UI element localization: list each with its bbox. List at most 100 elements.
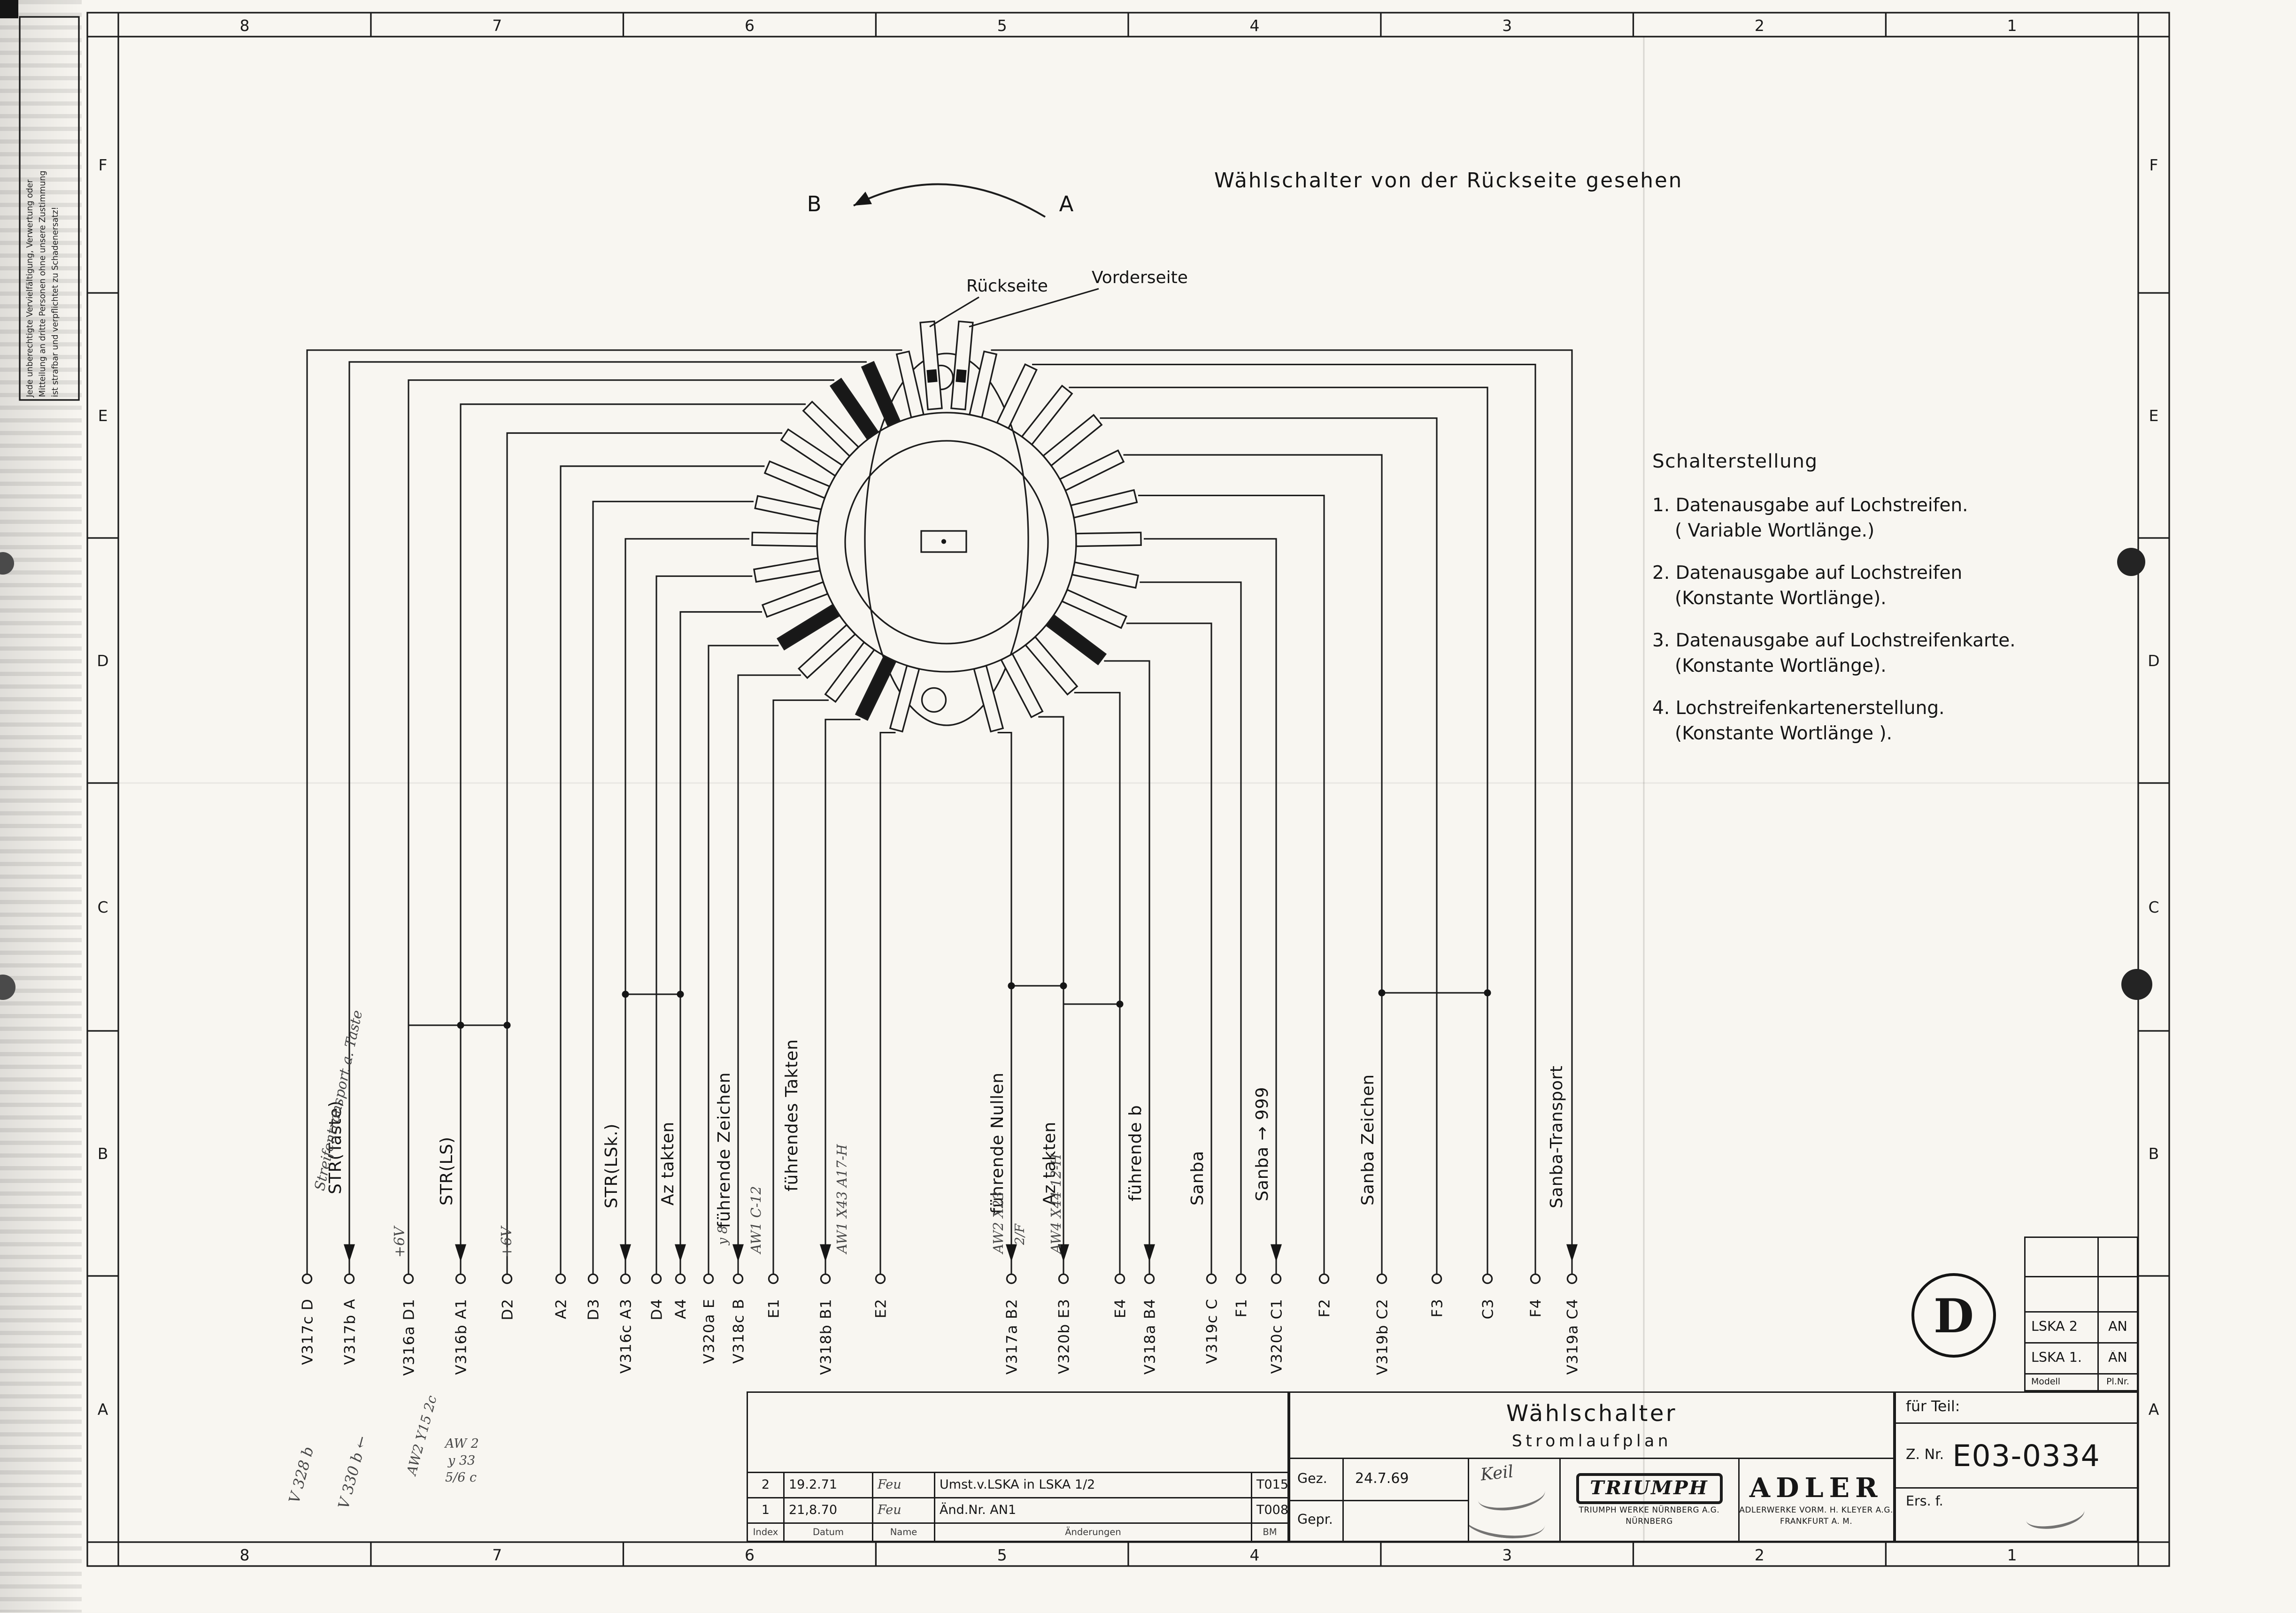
title-block-bottom: Gez. 24.7.69 Gepr. Keil TRIUMPH TRIUMPH … — [1290, 1459, 1893, 1541]
switch-blade — [754, 495, 822, 523]
revision-cell: Änd.Nr. AN1 — [934, 1498, 1251, 1522]
terminal — [501, 1273, 513, 1284]
grid-col-ref: 5 — [997, 16, 1007, 35]
drawing-number-panel: für Teil: Z. Nr. E03-0334 Ers. f. — [1895, 1391, 2138, 1542]
terminal — [1144, 1273, 1155, 1284]
wire — [306, 349, 902, 1274]
copyright-strip: Jede unberechtigte Vervielfältigung, Ver… — [25, 23, 63, 397]
adler-logo: ADLER — [1749, 1473, 1883, 1504]
grid-col-ref: 4 — [1249, 16, 1259, 35]
grid-row-ref: F — [99, 156, 108, 174]
rotary-switch: B A Rückseite Vorderseite Wählschalter v… — [807, 169, 1681, 726]
revision-header-cell: Index — [753, 1527, 778, 1538]
switch-blade — [824, 641, 876, 703]
grid-col-ref: 3 — [1502, 16, 1512, 35]
znr-label: Z. Nr. — [1906, 1448, 1944, 1463]
model-an: ÄN — [2108, 1351, 2127, 1366]
wire-arrowhead — [820, 1244, 832, 1262]
legend-item-note: (Konstante Wortlänge). — [1675, 588, 1887, 609]
wire — [708, 645, 779, 1274]
legend-item-text: Datenausgabe auf Lochstreifen. — [1675, 496, 1968, 517]
adler-logo-cell: ADLER ADLERWERKE VORM. H. KLEYER A.G. FR… — [1738, 1459, 1893, 1541]
wire-function-label: Az takten — [1040, 1121, 1059, 1206]
terminal-label: V318b B1 — [817, 1298, 834, 1375]
gez-signature: Keil — [1479, 1461, 1515, 1485]
terminal-label: F4 — [1527, 1298, 1544, 1318]
plnr-footer-label: Pl.Nr. — [2106, 1377, 2129, 1387]
revision-cell: Umst.v.LSKA in LSKA 1/2 — [934, 1473, 1251, 1497]
terminal — [587, 1273, 599, 1284]
wire-function-label: STR(Taste) — [326, 1100, 345, 1194]
triumph-logo-cell: TRIUMPH TRIUMPH WERKE NÜRNBERG A.G. NÜRN… — [1559, 1459, 1738, 1541]
model-table: LSKA 2 AN LSKA 1. ÄN Modell Pl.Nr. — [2024, 1237, 2138, 1391]
lug-back — [919, 320, 943, 411]
grid-row-ref: A — [98, 1400, 108, 1418]
terminal — [1566, 1273, 1578, 1284]
wire — [1038, 716, 1064, 1274]
handwritten-note: +6V — [392, 1225, 408, 1258]
wire — [1144, 538, 1277, 1274]
wire-arrowhead — [1058, 1244, 1070, 1262]
wire-function-label: führende b — [1126, 1105, 1145, 1201]
switch-blade — [855, 655, 897, 721]
revision-header-cell: BM — [1251, 1524, 1287, 1541]
drawing-subtitle: Stromlaufplan — [1511, 1431, 1672, 1451]
terminal-label: D4 — [648, 1298, 665, 1321]
wire-function-label: STR(LS) — [437, 1137, 456, 1206]
terminal — [1482, 1273, 1493, 1284]
switch-blade — [1021, 384, 1073, 446]
switch-blade — [973, 665, 1004, 733]
handwritten-note: +6V — [499, 1225, 515, 1258]
junction-dot — [1484, 989, 1491, 997]
grid-col-ref: 8 — [239, 1546, 249, 1564]
wire — [1032, 363, 1536, 1274]
gez-date: 24.7.69 — [1355, 1471, 1409, 1487]
junction-dot — [622, 991, 629, 998]
terminal-label: D3 — [585, 1298, 602, 1321]
revision-header-cell: Name — [872, 1524, 934, 1541]
grid-row-ref: D — [2148, 652, 2159, 670]
terminal-label: F2 — [1316, 1298, 1333, 1318]
junction-dot — [677, 991, 684, 998]
terminal — [1431, 1273, 1442, 1284]
terminal-label: V316c A3 — [617, 1298, 634, 1374]
leader-back — [929, 296, 979, 328]
terminal — [651, 1273, 662, 1284]
revision-cell: Feu — [872, 1473, 934, 1497]
terminal — [301, 1273, 313, 1284]
switch-blade — [780, 428, 843, 477]
terminal — [620, 1273, 631, 1284]
wire — [679, 611, 763, 1274]
terminal-label: D2 — [499, 1298, 516, 1321]
terminal — [1058, 1273, 1069, 1284]
grid-row-ref: C — [98, 898, 108, 916]
approval-cells: Gez. 24.7.69 Gepr. — [1290, 1459, 1468, 1541]
wire-arrowhead — [455, 1244, 467, 1262]
rotation-arrow — [853, 183, 1046, 218]
terminal-label: V319b C2 — [1374, 1298, 1391, 1375]
legend-item-no: 2. — [1652, 563, 1670, 585]
wire — [1100, 417, 1438, 1274]
model-table-footer: Modell Pl.Nr. — [2026, 1373, 2137, 1390]
switch-blade — [829, 377, 879, 441]
terminal — [1530, 1273, 1541, 1284]
grid-row-ref: A — [2149, 1400, 2159, 1418]
wire — [997, 732, 1012, 1274]
switch-blade — [777, 603, 841, 651]
terminal — [1006, 1273, 1017, 1284]
terminal — [768, 1273, 779, 1284]
signature-cell: Keil — [1467, 1459, 1559, 1541]
wire — [737, 674, 801, 1274]
wire — [1138, 494, 1325, 1274]
junction-dot — [503, 1022, 511, 1029]
terminal — [703, 1273, 714, 1284]
triumph-company-line: TRIUMPH WERKE NÜRNBERG A.G. — [1579, 1507, 1720, 1515]
handwritten-note: AW4 X44 12-H — [1048, 1153, 1064, 1255]
wire-arrowhead — [1144, 1244, 1155, 1262]
terminal-label: E4 — [1112, 1298, 1129, 1318]
gez-row: Gez. 24.7.69 — [1290, 1459, 1468, 1499]
direction-b-label: B — [807, 192, 822, 216]
terminal-label: V317a B2 — [1003, 1298, 1020, 1375]
